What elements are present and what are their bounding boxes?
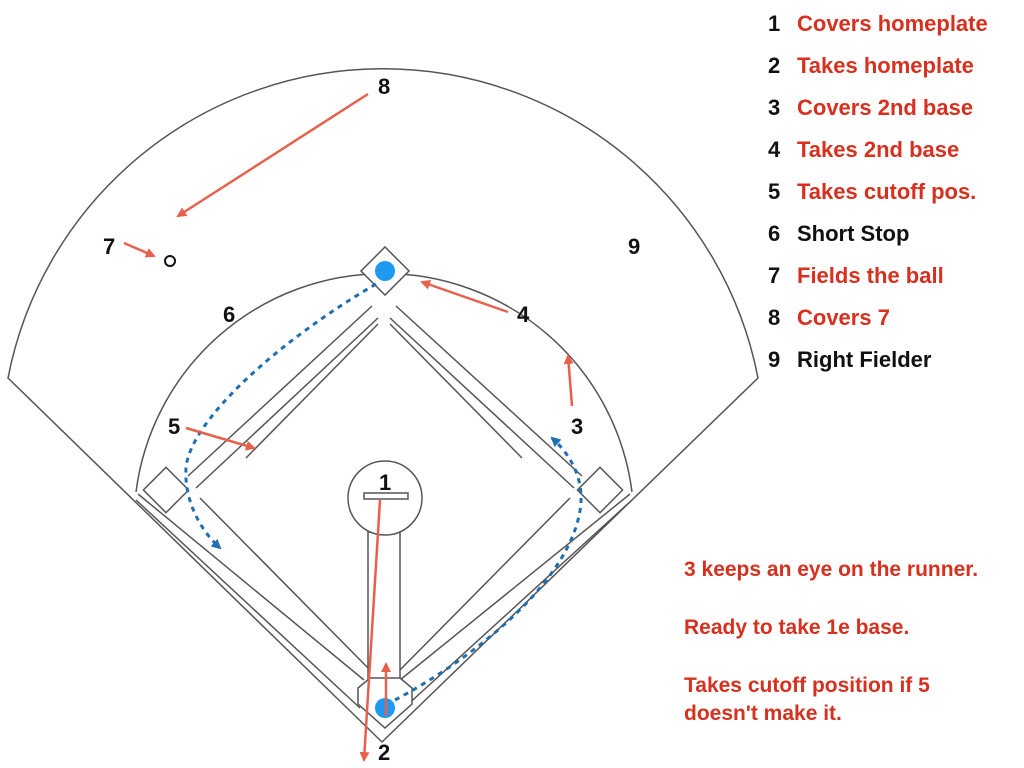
legend-action: Covers 7 (797, 305, 890, 330)
legend-action: Right Fielder (797, 347, 932, 372)
legend-action: Covers 2nd base (797, 95, 974, 120)
legend-row-1: 1 Covers homeplate (768, 8, 988, 40)
note-cutoff-line2: doesn't make it. (684, 702, 842, 725)
legend-number: 1 (768, 11, 781, 36)
legend-number: 9 (768, 347, 781, 372)
field-label-4: 4 (517, 302, 530, 327)
legend-row-5: 5 Takes cutoff pos. (768, 176, 976, 208)
arrow-3 (563, 354, 574, 407)
legend-row-4: 4 Takes 2nd base (768, 134, 959, 166)
note-runner: 3 keeps an eye on the runner. (684, 558, 979, 581)
legend-row-8: 8 Covers 7 (768, 302, 890, 334)
legend-number: 7 (768, 263, 781, 288)
legend-row-6: 6 Short Stop (768, 218, 909, 250)
field-label-9: 9 (628, 234, 640, 259)
field-label-2: 2 (378, 740, 390, 765)
path-second-to-third (184, 282, 377, 550)
legend-action: Fields the ball (797, 263, 944, 288)
runner-marker-second (375, 261, 395, 281)
arrow-1 (359, 499, 382, 762)
movement-arrows (123, 92, 574, 762)
legend-action: Takes 2nd base (797, 137, 960, 162)
field-label-8: 8 (378, 74, 390, 99)
outfield-fence (7, 68, 759, 744)
field-label-6: 6 (223, 302, 235, 327)
note-cutoff-line1: Takes cutoff position if 5 (684, 674, 930, 697)
legend-number: 8 (768, 305, 781, 330)
field-label-5: 5 (168, 414, 180, 439)
legend-action: Takes cutoff pos. (797, 179, 977, 204)
third-base (142, 466, 190, 514)
legend-row-7: 7 Fields the ball (768, 260, 944, 292)
legend-action: Short Stop (797, 221, 910, 246)
legend-action: Covers homeplate (797, 11, 988, 36)
field-label-1: 1 (379, 470, 391, 495)
infield-diamond (187, 305, 583, 673)
legend-row-2: 2 Takes homeplate (768, 50, 974, 82)
legend-number: 5 (768, 179, 781, 204)
legend-number: 3 (768, 95, 781, 120)
first-base (576, 466, 624, 514)
field-label-7: 7 (103, 234, 115, 259)
legend-number: 2 (768, 53, 781, 78)
legend-number: 4 (768, 137, 781, 162)
arrow-8 (176, 92, 369, 218)
arrow-5 (185, 426, 256, 451)
ball-marker (164, 255, 176, 267)
legend-row-9: 9 Right Fielder (768, 344, 931, 376)
legend-number: 6 (768, 221, 781, 246)
field-label-3: 3 (571, 414, 583, 439)
arrow-7 (123, 241, 156, 258)
note-first-base: Ready to take 1e base. (684, 616, 910, 639)
legend-row-3: 3 Covers 2nd base (768, 92, 973, 124)
legend-action: Takes homeplate (797, 53, 974, 78)
arrow-4 (420, 279, 509, 314)
